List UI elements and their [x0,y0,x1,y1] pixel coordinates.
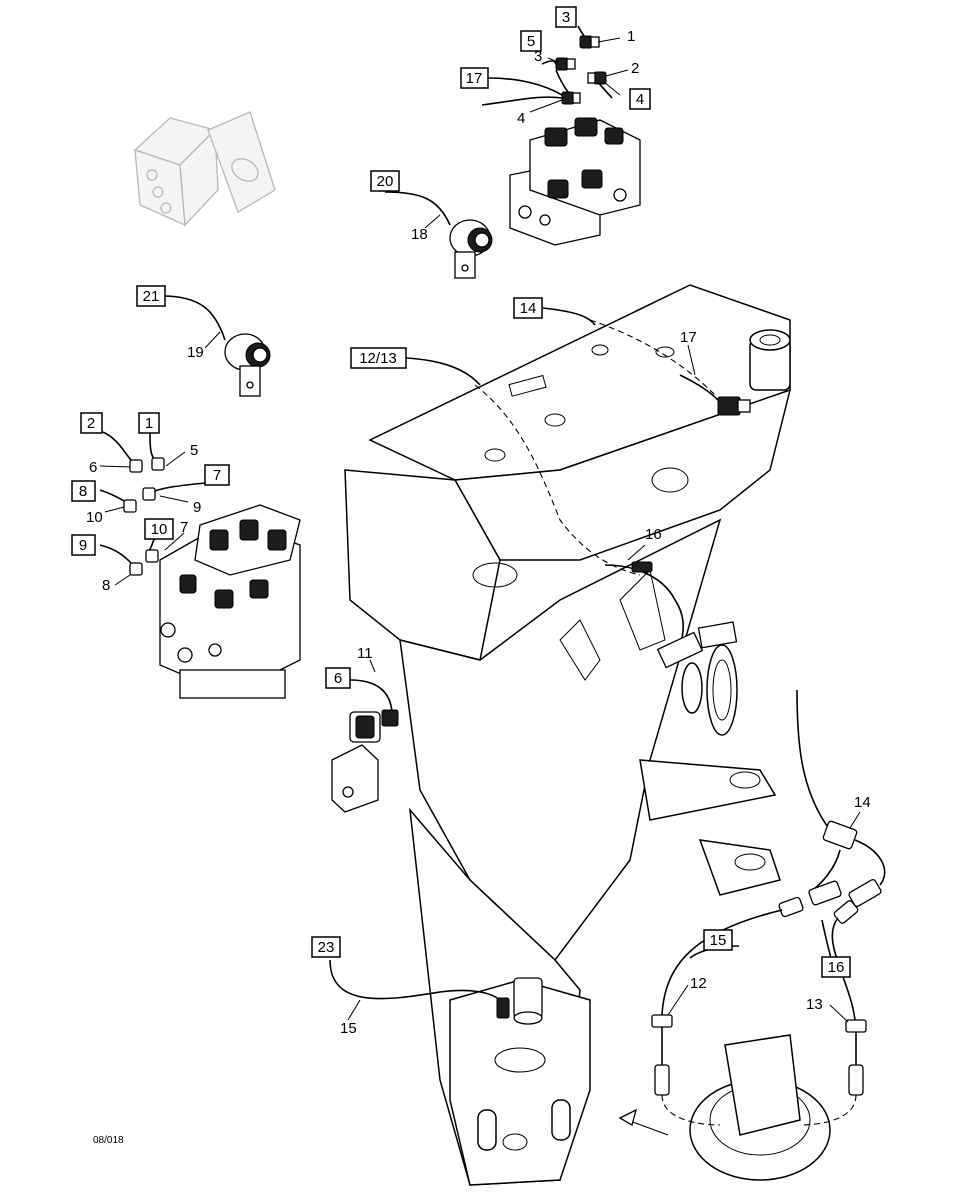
label-13: 13 [806,996,823,1013]
callout-3-top: 3 [555,6,577,28]
callout-23: 23 [311,936,341,958]
callout-5: 5 [520,30,542,52]
label-17: 17 [680,329,697,346]
svg-text:17: 17 [466,70,483,87]
angle-sensor-16 [604,561,738,736]
svg-text:4: 4 [636,91,644,108]
svg-text:12/13: 12/13 [359,350,397,367]
svg-text:21: 21 [143,288,160,305]
label-9: 9 [193,499,201,516]
callout-6-box: 6 [325,667,351,689]
connector-17 [679,374,751,416]
label-12: 12 [690,975,707,992]
svg-text:7: 7 [213,467,221,484]
callout-16-box: 16 [821,956,851,978]
label-10: 10 [86,509,103,526]
label-1: 1 [627,28,635,45]
solenoid-valve-11 [331,679,399,813]
svg-text:20: 20 [377,173,394,190]
svg-text:3: 3 [562,9,570,26]
control-box-grey [133,111,276,227]
label-4: 4 [517,110,525,127]
connectors-left [99,431,206,576]
label-5: 5 [190,442,198,459]
svg-text:23: 23 [318,939,335,956]
callout-7: 7 [204,464,230,486]
sensor-19 [161,295,271,397]
svg-text:8: 8 [79,483,87,500]
callout-4-box: 4 [629,88,651,110]
callout-21: 21 [136,285,166,307]
callout-12-13: 12/13 [350,347,407,369]
callout-20: 20 [370,170,400,192]
boom-frame [344,284,792,1186]
callout-17-top: 17 [460,67,489,89]
svg-text:2: 2 [87,415,95,432]
svg-text:14: 14 [520,300,537,317]
svg-text:1: 1 [145,415,153,432]
harness-right [618,689,886,1181]
sensor-15-lower [329,959,543,1025]
label-15: 15 [340,1020,357,1037]
svg-text:16: 16 [828,959,845,976]
reference-code: 08/018 [93,1135,124,1146]
svg-text:15: 15 [710,932,727,949]
callout-9: 9 [71,534,96,556]
callout-2: 2 [80,412,103,434]
leader-lines [99,25,861,1023]
label-3: 3 [534,48,542,65]
label-2: 2 [631,60,639,77]
connectors-top [481,35,607,106]
callout-1: 1 [138,412,160,434]
label-18: 18 [411,226,428,243]
label-11: 11 [357,645,373,662]
callout-8: 8 [71,480,96,502]
sensor-18 [384,191,493,279]
valve-block-top [509,117,641,246]
label-6: 6 [89,459,97,476]
hydraulic-valve-left [159,504,301,699]
label-16: 16 [645,526,662,543]
label-14: 14 [854,794,871,811]
svg-text:6: 6 [334,670,342,687]
callout-15-box: 15 [703,929,733,951]
svg-text:5: 5 [527,33,535,50]
label-8: 8 [102,577,110,594]
svg-text:10: 10 [151,521,168,538]
callout-14-top: 14 [513,297,543,319]
label-7: 7 [180,519,188,536]
callout-10: 10 [144,518,174,540]
svg-text:9: 9 [79,537,87,554]
label-19: 19 [187,344,204,361]
